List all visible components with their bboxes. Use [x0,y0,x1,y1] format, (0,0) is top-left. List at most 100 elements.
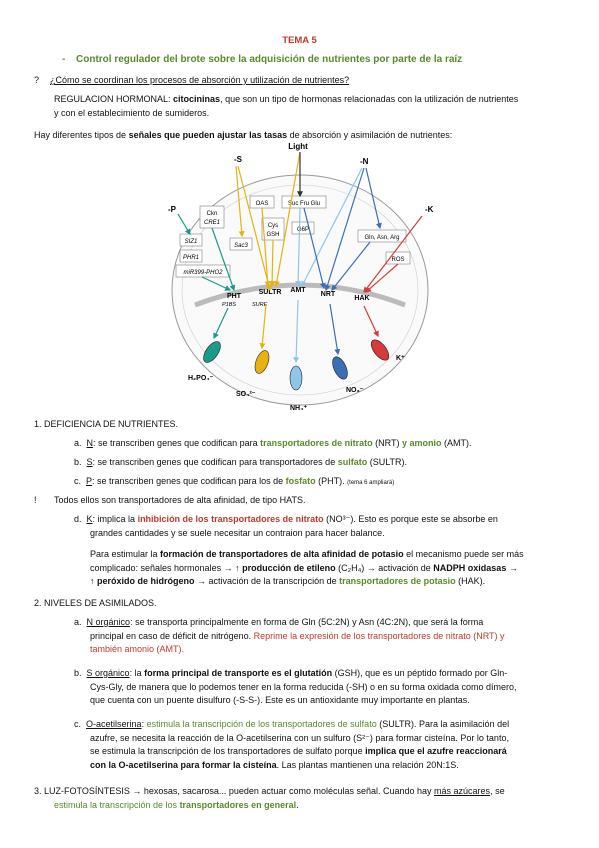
ckn-text: Ckn [207,211,218,217]
hak-oval [370,339,390,361]
types-a: Hay diferentes tipos de [34,130,129,140]
item-1b: b. S: se transcriben genes que codifican… [74,456,407,470]
t: : se transcriben genes que codifican par… [92,476,286,486]
cre1-text: CRE1 [204,220,220,226]
p2e: → [506,562,518,573]
hormonal-rest2: y con el establecimiento de sumideros. [54,107,210,118]
l3a: se estimula la transcripción de los tran… [90,746,366,756]
minus-n-label: -N [360,157,369,166]
p1: Para estimular la [90,549,161,559]
question-text: ¿Cómo se coordinan los procesos de absor… [50,75,350,85]
question: ?¿Cómo se coordinan los procesos de abso… [34,75,350,85]
s-u: S [86,457,93,467]
item-1d: d. K: implica la inhibición de los trans… [74,513,564,540]
pht-text: PHT [227,293,242,300]
hats-note: ! Todos ellos son transportadores de alta… [34,494,305,508]
t2: (GSH), que es un péptido formado por Gln… [332,668,508,678]
t3: (AMT). [441,438,472,448]
nrt-text: NRT [321,291,336,298]
minus-p-label: -P [168,205,177,214]
g2: y amonio [402,438,442,448]
t2: (SULTR). Para la asimilación del [376,719,510,729]
light-label: Light [288,142,308,151]
p2d: NADPH oxidasas [433,562,507,573]
siz1-text: SIZ1 [185,239,198,245]
l3: que cuenta con un puente disulfuro (-S-S… [90,695,470,705]
marker: d. [74,514,82,524]
p1c: el mecanismo puede ser más [403,549,524,559]
suc-text: Suc Fru Glu [288,201,320,207]
kplus-text: K⁺ [396,355,405,362]
minus-k-label: -K [425,205,434,214]
hormonal-label: REGULACION HORMONAL: [54,94,171,104]
p2c: (C₂H₄) → activación de [335,562,434,573]
item-1a: a. N: se transcriben genes que codifican… [74,437,472,451]
t: : se transcriben genes que codifican par… [92,457,338,467]
section-1-heading: 1. DEFICIENCIA DE NUTRIENTES. [34,419,179,429]
marker: a. [74,617,82,627]
item-1c: c. P: se transcriben genes que codifican… [74,475,394,489]
t2: (SULTR). [367,457,408,467]
l2: grandes cantidades y se suele necesitar … [90,527,385,538]
types-c: de absorción y asimilación de nutrientes… [287,130,453,140]
section-3: 3. LUZ-FOTOSÍNTESIS → hexosas, sacarosa.… [34,785,564,812]
nutrient-signal-diagram: Light -S -N -P -K Ckn CRE1 OAS Suc Fru G… [168,142,434,412]
marker: c. [74,476,82,486]
page-title: TEMA 5 [282,35,317,46]
t2: (NRT) [372,438,403,448]
item-1d-paragraph: Para estimular la formación de transport… [90,548,566,589]
sultr-oval [254,350,270,374]
hormonal-bold: citocininas [173,94,221,104]
t: : implica la [92,514,138,524]
l2: azufre, se necesita la reacción de la O-… [90,732,509,743]
r: inhibición de los transportadores de nit… [137,514,324,524]
g: sulfato [337,457,368,467]
gsh-text: GSH [266,232,279,238]
p1b: formación de transportadores de alta afi… [160,549,404,559]
marker: b. [74,457,82,467]
section-subtitle: -Control regulador del brote sobre la ad… [62,54,463,65]
cys-text: Cys [268,223,278,229]
p3c: → activación de la transcripción de [194,576,340,586]
p2: complicado: señales hormonales → [90,562,236,573]
b: forma principal de transporte es el glut… [144,668,333,678]
section-2-heading: 2. NIVELES DE ASIMILADOS. [34,598,157,608]
l2: principal en caso de déficit de nitrógen… [90,630,254,641]
p3d: (HAK). [455,576,486,586]
t: : la [129,668,145,678]
t: : [141,719,147,729]
marker: a. [74,438,82,448]
s3b: , se [490,786,505,796]
s-org: S orgánico [86,668,130,678]
s3e: . [296,799,299,810]
marker: c. [74,719,82,729]
subtitle-text: Control regulador del brote sobre la adq… [76,54,463,65]
item-2c: c. O-acetilserina: estimula la transcrip… [74,718,564,772]
gln-text: Gln, Asn, Arg [364,235,399,241]
mir-text: miR399-PHO2 [183,270,223,276]
hak-text: HAK [354,295,369,302]
s3a: 3. LUZ-FOTOSÍNTESIS → hexosas, sacarosa.… [34,786,435,796]
oas-u: O-acetilserina [86,719,142,729]
p1bs-text: P1BS [222,302,236,308]
amt-text: AMT [290,287,306,294]
g: estimula la transcripción de los transpo… [146,719,377,729]
r: Reprime la expresión de los transportado… [253,630,505,641]
s3gb: transportadores en general [179,799,297,810]
amt-oval [289,365,303,391]
nh4-text: NH₄⁺ [290,405,307,412]
h2po4-text: H₂PO₄⁻ [188,375,214,382]
small-note: (tema 6 ampliará) [347,480,395,486]
hats-marker: ! [34,495,37,505]
pht-oval [203,341,221,363]
p2b: ↑ producción de etileno [235,562,336,573]
t2: (NO³⁻). Esto es porque este se absorbe e… [323,514,498,524]
oas-text: OAS [256,201,269,207]
no3-text: NO₃⁻ [346,387,364,394]
l4a: con la O-acetilserina para formar la cis… [90,759,277,770]
hormonal-rest: , que son un tipo de hormonas relacionad… [220,94,519,104]
g: transportadores de nitrato [260,438,373,448]
r2: también amonio (AMT). [90,644,185,654]
hats-text: Todos ellos son transportadores de alta … [54,495,306,505]
